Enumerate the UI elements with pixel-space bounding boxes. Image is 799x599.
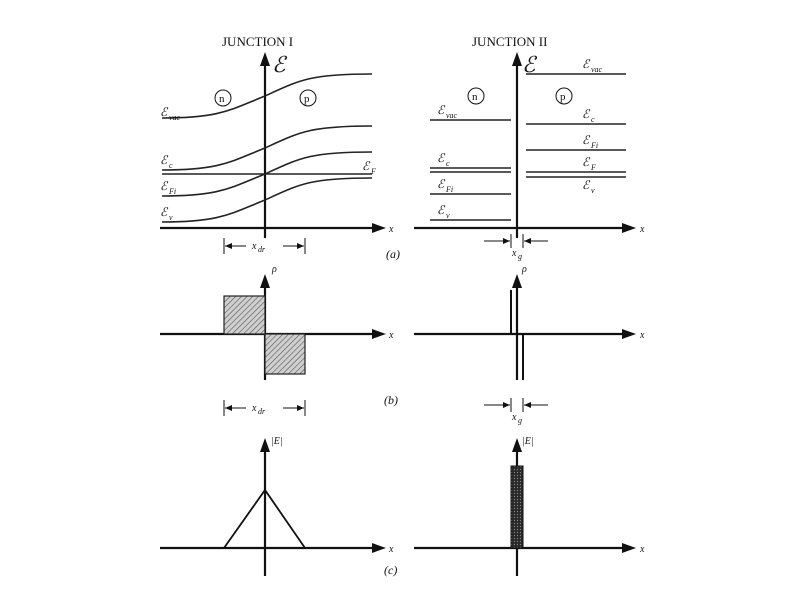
j2-n-region-marker [467,87,485,105]
j2-p-ev-sub: v [591,186,595,195]
j2b-xg-arrow-right [524,402,531,408]
j2a-xg-sub: g [518,252,522,261]
j1-vacuum-level [161,73,373,119]
j1c-x-label: x [388,544,394,555]
junction2-title: JUNCTION II [472,34,547,49]
j1-ec-sub: c [169,161,173,170]
j1-ec-symbol: ℰ [160,153,169,167]
j2a-x-label: x [639,224,645,235]
j1-efi-sub: Fi [168,187,176,196]
j1c-x-arrow [372,543,386,553]
j2-p-efi-symbol: ℰ [582,133,591,147]
j1-ev-sub: v [169,213,173,222]
j1-negative-charge-block [264,333,306,375]
j1-valence-band [161,177,373,223]
j2-p-efi-sub: Fi [590,141,598,150]
panel-c-junction1: |E| x [160,436,394,576]
j2c-field-arrow [512,438,522,452]
j2-n-ev-sub: v [446,211,450,220]
j1a-x-label: x [388,224,394,235]
j2b-xg-sub: g [518,416,522,425]
panel-a-junction1: ℰ x n p ℰ vac ℰ c ℰ Fi ℰ v ℰ F x dr [160,52,394,254]
j1-evac-sub: vac [169,113,181,122]
j2-p-ef-symbol: ℰ [582,155,591,169]
j2-p-label: p [560,91,566,103]
j2b-xg-arrow-left [503,402,510,408]
j2a-energy-arrow [512,52,522,66]
j2-n-ec-symbol: ℰ [437,151,446,165]
j1a-xdr-label: x [251,241,257,252]
j1c-field-arrow [260,438,270,452]
j2-p-ec-symbol: ℰ [582,107,591,121]
panel-b-label: (b) [384,393,398,407]
j1a-xdr-sub: dr [258,245,266,254]
panel-b-junction1: ρ x x dr [160,264,394,416]
j2b-x-label: x [639,330,645,341]
j1-efi-symbol: ℰ [160,179,169,193]
j1b-x-arrow [372,329,386,339]
j2-n-efi-sub: Fi [445,185,453,194]
panel-c-label: (c) [384,563,397,577]
panel-a-label: (a) [386,247,400,261]
j2-n-efi-symbol: ℰ [437,177,446,191]
j2-n-evac-symbol: ℰ [437,103,446,117]
j1b-xdr-arrow-left [225,405,232,411]
j1b-xdr-sub: dr [258,407,266,416]
j2b-x-arrow [622,329,636,339]
j2-p-region-marker [555,87,573,105]
j1a-energy-label: ℰ [272,52,288,77]
j2-n-ev-symbol: ℰ [437,203,446,217]
j2c-x-arrow [622,543,636,553]
panel-b-junction2: ρ x x g [414,264,645,425]
j1-field-triangle [223,488,306,549]
j1a-xdr-arrow-right [297,243,304,249]
j2-p-evac-symbol: ℰ [582,57,591,71]
j2-n-ec-sub: c [446,159,450,168]
j2a-energy-label: ℰ [522,52,538,77]
panel-a-junction2: ℰ x n p ℰ vac ℰ c ℰ Fi ℰ v ℰ vac ℰ c ℰ F… [414,52,645,261]
j1a-energy-arrow [260,52,270,66]
j2-p-ec-sub: c [591,115,595,124]
j2-p-ev-symbol: ℰ [582,178,591,192]
j2b-rho-label: ρ [521,264,527,275]
j1-p-region-marker [299,89,317,107]
j1b-rho-arrow [260,274,270,288]
j2c-field-label: |E| [522,436,534,447]
j1-n-label: n [219,93,225,105]
j1-ef-symbol: ℰ [362,159,371,173]
j2-field-bar [510,465,524,549]
j1-n-region-marker [214,89,232,107]
j1b-rho-label: ρ [271,264,277,275]
j1b-x-label: x [388,330,394,341]
j2b-xg-label: x [511,412,517,423]
j2a-xg-arrow-right [524,238,531,244]
j2-n-evac-sub: vac [446,111,458,120]
j1-conduction-band [161,125,373,171]
j2-p-ef-sub: F [590,163,596,172]
j1c-field-label: |E| [271,436,283,447]
j1-ef-sub: F [370,167,376,176]
panel-c-junction2: |E| x [414,436,645,576]
j2-p-evac-sub: vac [591,65,603,74]
j2a-xg-label: x [511,248,517,259]
j1-positive-charge-block [223,295,266,335]
j1-ev-symbol: ℰ [160,205,169,219]
j1a-x-arrow [372,223,386,233]
junction1-title: JUNCTION I [222,34,293,49]
j2b-rho-arrow [512,274,522,288]
j2a-x-arrow [622,223,636,233]
j1-p-label: p [304,93,310,105]
j1b-xdr-label: x [251,403,257,414]
j2-n-label: n [472,91,478,103]
j1a-xdr-arrow-left [225,243,232,249]
j2c-x-label: x [639,544,645,555]
j1b-xdr-arrow-right [297,405,304,411]
j2a-xg-arrow-left [503,238,510,244]
j1-evac-symbol: ℰ [160,105,169,119]
